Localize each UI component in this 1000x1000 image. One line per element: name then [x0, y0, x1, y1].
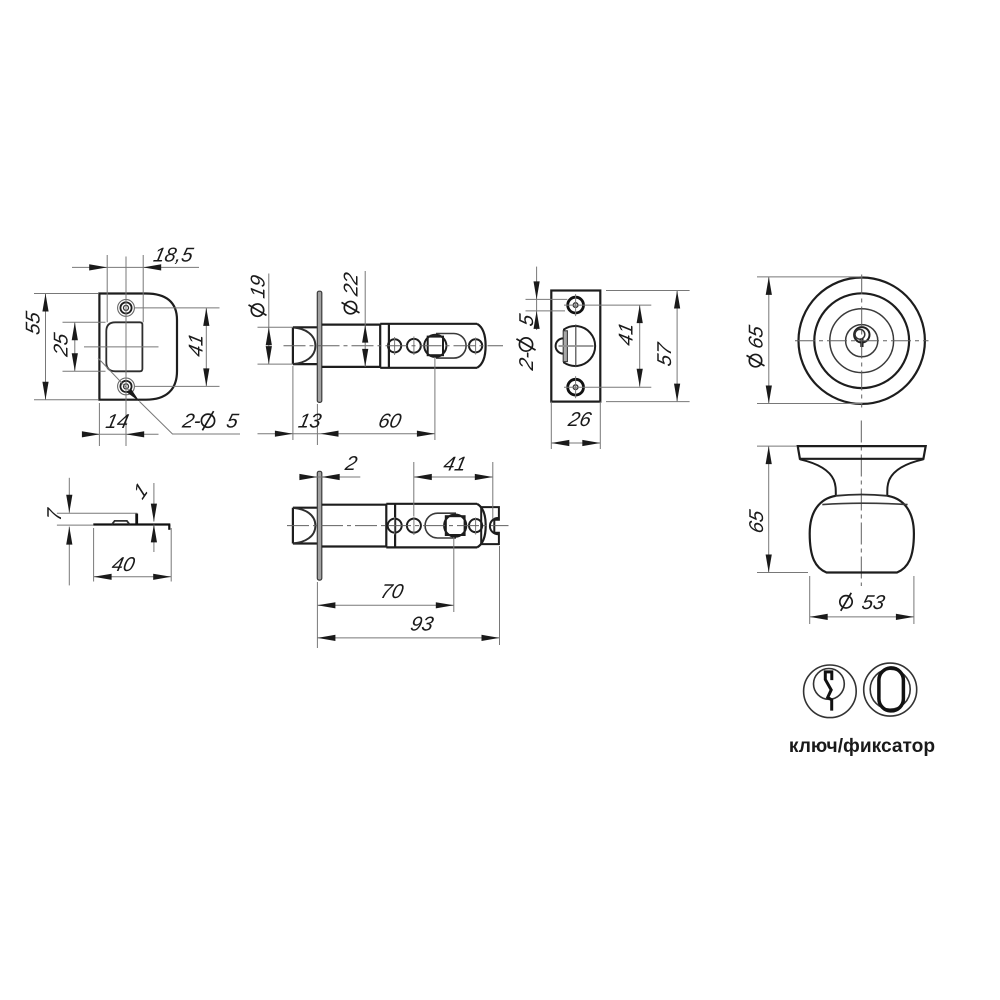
svg-text:25: 25	[51, 331, 73, 360]
svg-text:40: 40	[110, 554, 138, 576]
svg-text:57: 57	[654, 341, 676, 369]
svg-text:26: 26	[565, 409, 594, 431]
svg-text:14: 14	[104, 411, 131, 433]
svg-text:ключ/фиксатор: ключ/фиксатор	[789, 736, 935, 757]
svg-text:65: 65	[746, 508, 768, 536]
svg-text:2: 2	[342, 453, 359, 475]
svg-text:13: 13	[296, 411, 324, 433]
svg-text:70: 70	[378, 581, 406, 603]
svg-text:18,5: 18,5	[151, 245, 195, 267]
svg-text:2-: 2-	[516, 349, 538, 373]
svg-text:41: 41	[616, 321, 638, 348]
svg-text:41: 41	[186, 332, 208, 359]
svg-text:19: 19	[248, 273, 270, 300]
svg-text:53: 53	[860, 592, 888, 614]
svg-text:65: 65	[746, 323, 768, 351]
svg-text:55: 55	[23, 309, 45, 337]
svg-text:93: 93	[408, 614, 436, 636]
svg-text:41: 41	[442, 454, 469, 476]
svg-text:22: 22	[341, 271, 363, 299]
svg-text:2-: 2-	[180, 411, 204, 433]
svg-text:60: 60	[376, 411, 404, 433]
